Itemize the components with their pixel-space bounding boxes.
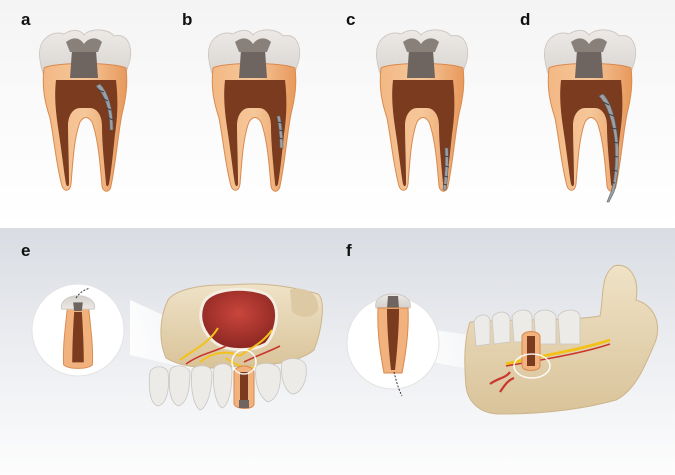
inferior-alveolar-nerve [505, 338, 611, 366]
endodontic-file [598, 93, 619, 203]
blood-vessel [489, 371, 515, 393]
panel-label-c: c [346, 10, 356, 29]
tooth-panel-b [207, 29, 301, 192]
panel-label-b: b [182, 10, 193, 29]
nerve [179, 327, 273, 369]
inset-panel-e [31, 283, 125, 377]
tooth-panel-d [543, 29, 637, 203]
mandibular-teeth [473, 309, 581, 347]
panel-label-f: f [346, 241, 352, 260]
inset-panel-f [346, 293, 440, 397]
panel-label-a: a [21, 10, 31, 29]
panel-label-e: e [21, 241, 31, 260]
tooth-panel-a [38, 29, 132, 192]
endodontic-file [95, 83, 114, 131]
tooth-panel-c [375, 29, 469, 192]
blood-vessel [185, 345, 281, 365]
maxillary-teeth [148, 358, 307, 411]
maxilla-illustration [130, 283, 323, 411]
maxillary-sinus [199, 287, 278, 351]
mandible-illustration [420, 264, 658, 415]
panel-label-d: d [520, 10, 531, 29]
